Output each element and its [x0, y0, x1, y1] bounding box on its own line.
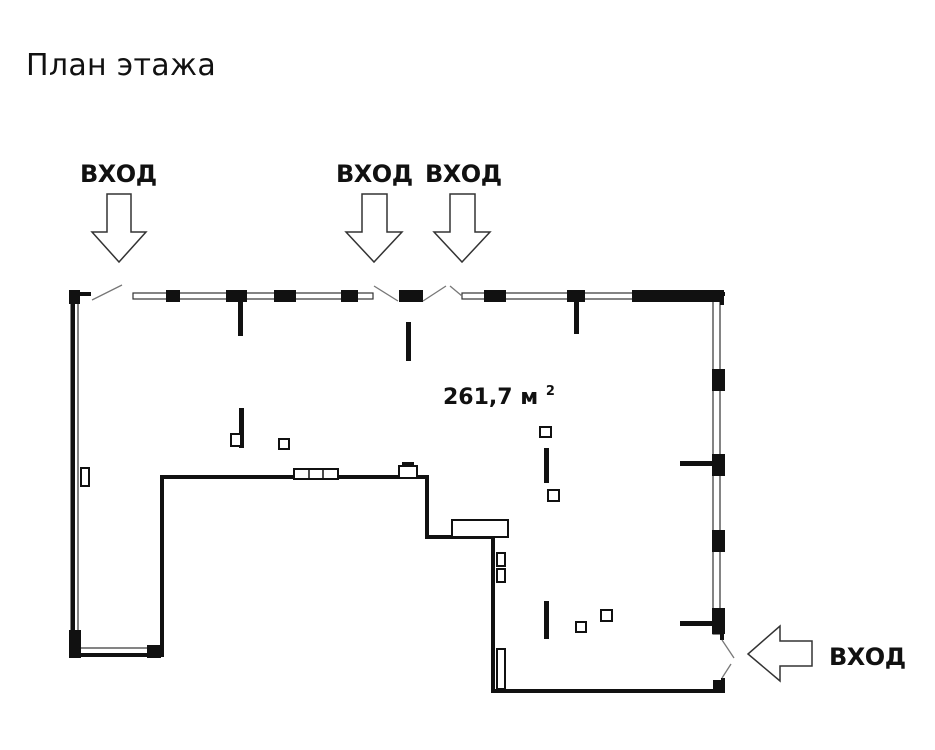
- area-unit-superscript: 2: [546, 384, 555, 399]
- outer-walls: [71, 292, 725, 693]
- entrance-label-right-side: ВХОД: [829, 643, 906, 671]
- page-title: План этажа: [26, 48, 217, 83]
- arrow-down-icon: [344, 193, 404, 264]
- area-label: 261,7 м 2: [443, 384, 555, 410]
- door-swings: [91, 284, 735, 679]
- columns: [80, 426, 613, 690]
- arrow-down-icon: [432, 193, 492, 264]
- inner-wall-fixtures: [293, 462, 509, 538]
- entrance-label-top-right: ВХОД: [425, 160, 502, 188]
- facade-piers: [69, 290, 725, 693]
- entrance-label-top-left: ВХОД: [80, 160, 157, 188]
- arrow-left-icon: [746, 624, 813, 683]
- interior-walls: [238, 296, 716, 639]
- area-value: 261,7 м: [443, 385, 538, 410]
- entrance-label-top-middle: ВХОД: [336, 160, 413, 188]
- arrow-down-icon: [90, 193, 148, 264]
